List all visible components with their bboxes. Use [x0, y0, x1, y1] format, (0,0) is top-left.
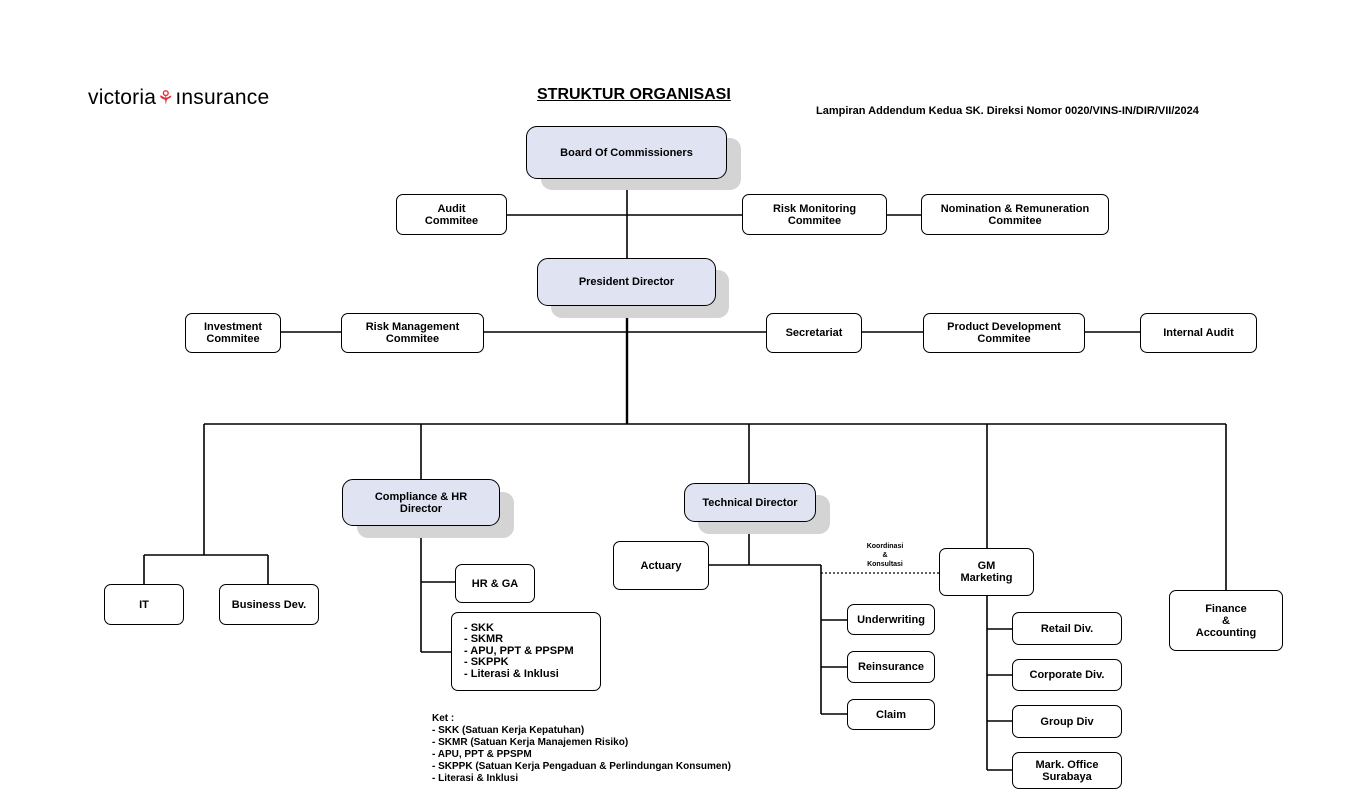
- it-node: IT: [104, 584, 184, 625]
- board-of-commissioners-node: Board Of Commissioners: [526, 126, 727, 179]
- compliance-hr-director-node: Compliance & HR Director: [342, 479, 500, 526]
- investment-committee-node: Investment Commitee: [185, 313, 281, 353]
- mark-office-surabaya-node: Mark. Office Surabaya: [1012, 752, 1122, 789]
- corporate-div-node: Corporate Div.: [1012, 659, 1122, 691]
- technical-director-node: Technical Director: [684, 483, 816, 522]
- compliance-units-node: - SKK - SKMR - APU, PPT & PPSPM - SKPPK …: [451, 612, 601, 691]
- hr-ga-node: HR & GA: [455, 564, 535, 603]
- secretariat-node: Secretariat: [766, 313, 862, 353]
- president-director-node: President Director: [537, 258, 716, 306]
- flower-icon: ⚘: [157, 88, 175, 109]
- gm-marketing-node: GM Marketing: [939, 548, 1034, 596]
- actuary-node: Actuary: [613, 541, 709, 590]
- claim-node: Claim: [847, 699, 935, 730]
- product-development-committee-node: Product Development Commitee: [923, 313, 1085, 353]
- coordination-label: Koordinasi & Konsultasi: [866, 543, 904, 568]
- internal-audit-node: Internal Audit: [1140, 313, 1257, 353]
- legend-notes: Ket : - SKK (Satuan Kerja Kepatuhan) - S…: [432, 713, 731, 784]
- risk-monitoring-committee-node: Risk Monitoring Commitee: [742, 194, 887, 235]
- company-logo: victoria⚘ınsurance: [88, 86, 269, 110]
- logo-text-insurance: ınsurance: [175, 86, 270, 109]
- nomination-remuneration-committee-node: Nomination & Remuneration Commitee: [921, 194, 1109, 235]
- underwriting-node: Underwriting: [847, 604, 935, 635]
- reference-text: Lampiran Addendum Kedua SK. Direksi Nomo…: [816, 105, 1199, 117]
- page-title: STRUKTUR ORGANISASI: [537, 86, 731, 103]
- finance-accounting-node: Finance & Accounting: [1169, 590, 1283, 651]
- risk-management-committee-node: Risk Management Commitee: [341, 313, 484, 353]
- group-div-node: Group Div: [1012, 705, 1122, 738]
- business-dev-node: Business Dev.: [219, 584, 319, 625]
- logo-text-victoria: victoria: [88, 86, 157, 109]
- reinsurance-node: Reinsurance: [847, 651, 935, 683]
- audit-committee-node: Audit Commitee: [396, 194, 507, 235]
- retail-div-node: Retail Div.: [1012, 612, 1122, 645]
